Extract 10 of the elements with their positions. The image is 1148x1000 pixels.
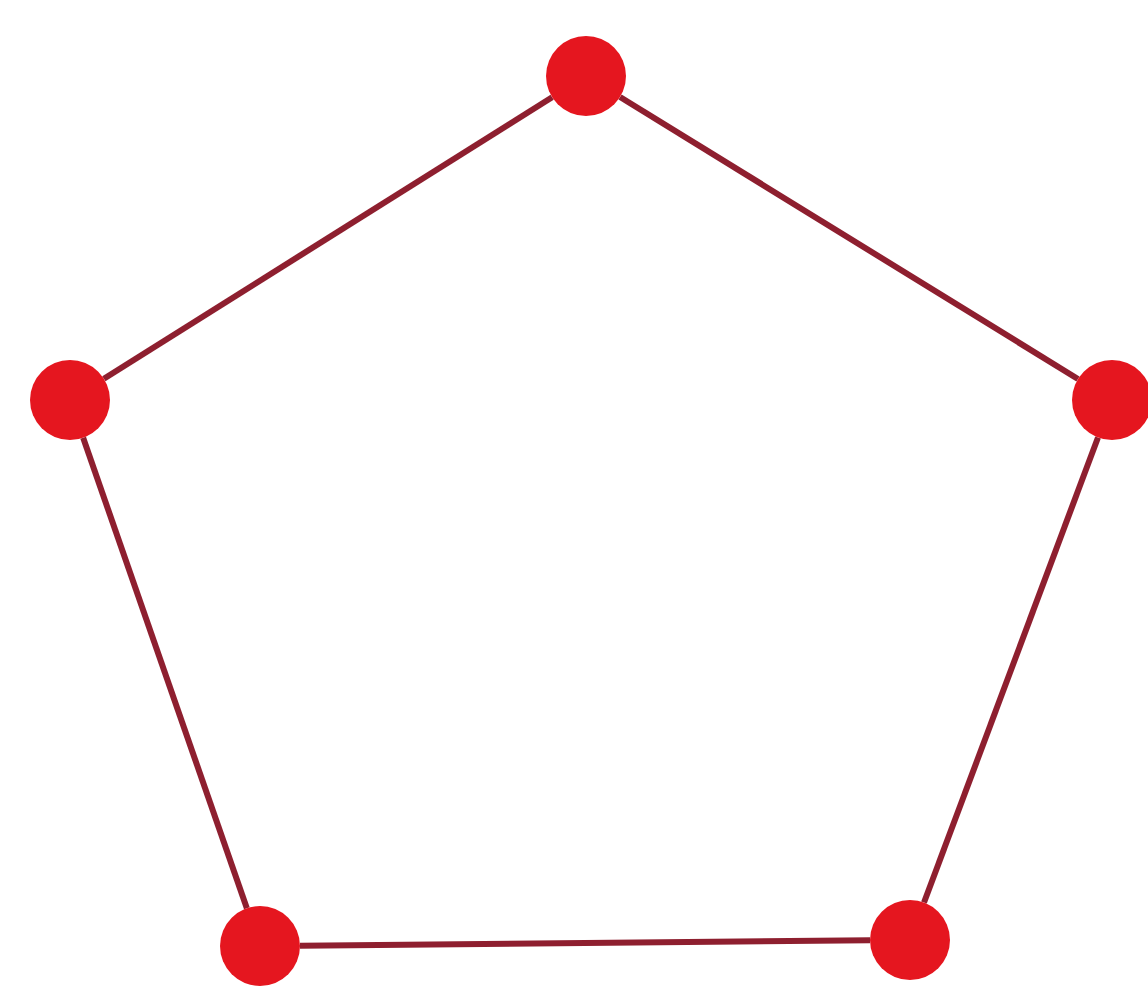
edge-line <box>299 937 871 949</box>
vertex-dot <box>870 900 950 980</box>
edge-line <box>80 436 250 910</box>
edge-line <box>921 436 1101 904</box>
vertex-dot <box>1072 360 1148 440</box>
vertex-dot <box>30 360 110 440</box>
edge-line <box>102 94 554 382</box>
vertex-dot <box>546 36 626 116</box>
vertex-dot <box>220 906 300 986</box>
edge-line <box>618 94 1080 382</box>
